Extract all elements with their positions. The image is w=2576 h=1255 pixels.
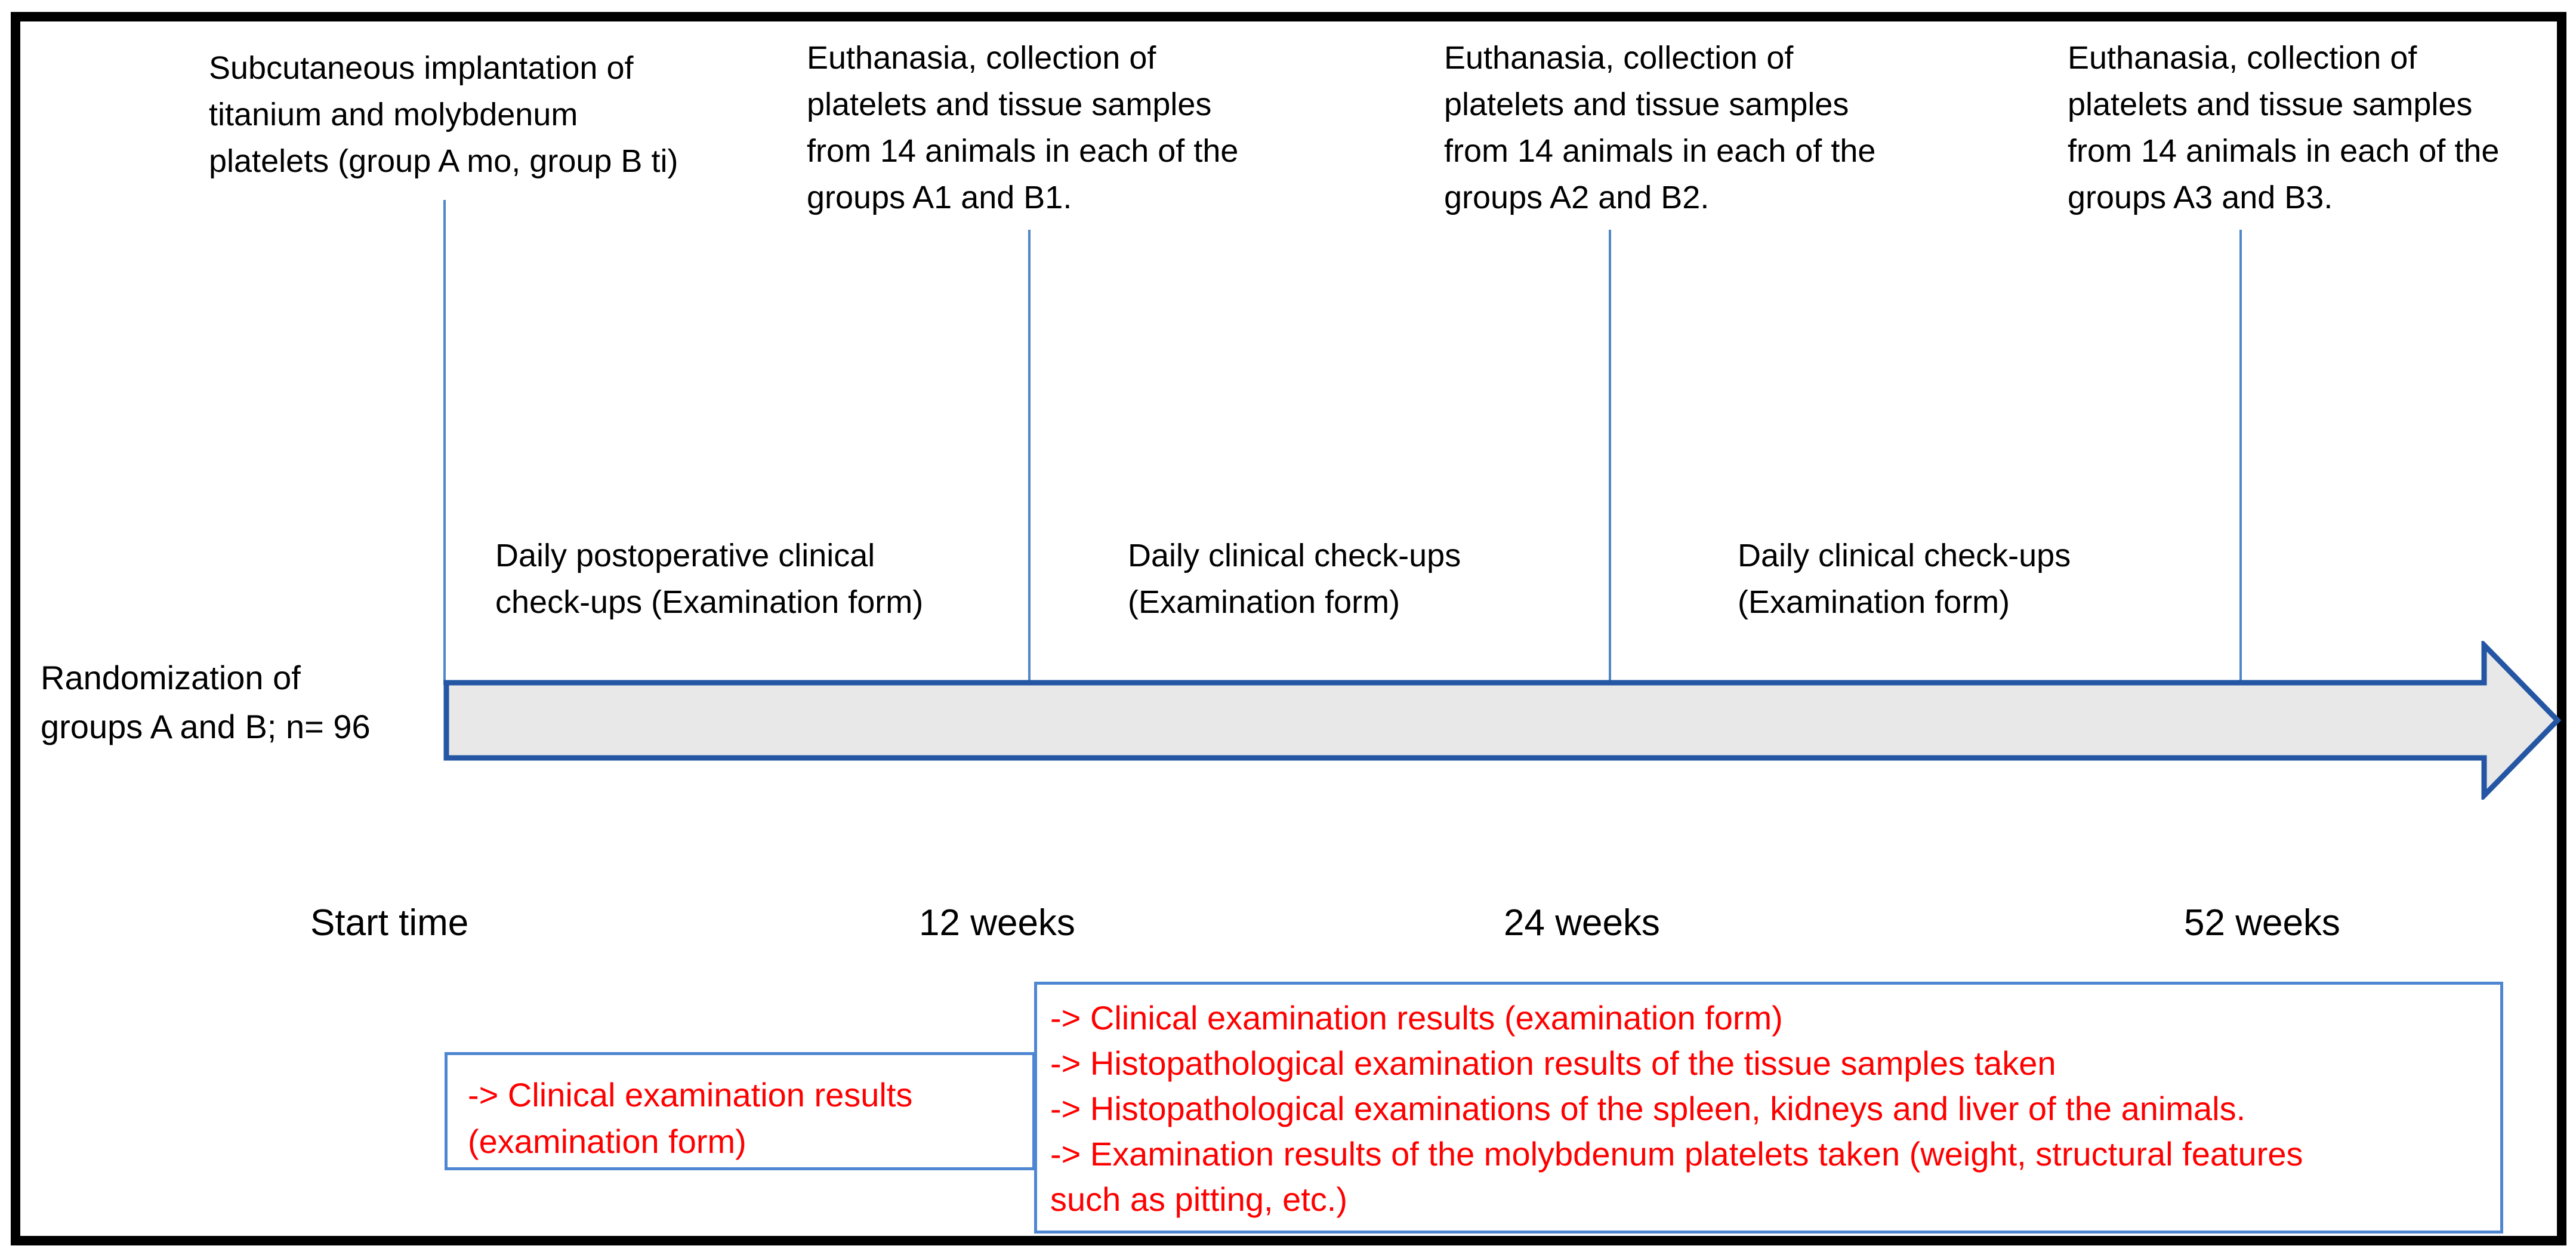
timeline-arrow: [443, 641, 2562, 800]
event-note-euthanasia-24w: Euthanasia, collection of platelets and …: [1444, 40, 1876, 215]
guide-line-52w: [2239, 230, 2242, 686]
guide-line-12w: [1028, 230, 1031, 686]
time-label-start: Start time: [310, 902, 469, 943]
time-label-52-weeks: 52 weeks: [2184, 902, 2340, 943]
results-box-early-timepoint: -> Clinical examination results (examina…: [445, 1052, 1035, 1170]
results-box-late-timepoints: -> Clinical examination results (examina…: [1034, 982, 2503, 1234]
guide-line-24w: [1609, 230, 1611, 686]
event-note-euthanasia-12w: Euthanasia, collection of platelets and …: [807, 40, 1239, 215]
randomization-label: Randomization of groups A and B; n= 96: [41, 659, 371, 745]
monitoring-note-24-52w: Daily clinical check-ups (Examination fo…: [1738, 538, 2071, 620]
event-note-implantation: Subcutaneous implantation of titanium an…: [209, 50, 678, 179]
timeline-arrow-shape: [443, 641, 2562, 800]
guide-line-start: [443, 200, 446, 685]
event-note-euthanasia-52w: Euthanasia, collection of platelets and …: [2068, 40, 2500, 215]
monitoring-note-12-24w: Daily clinical check-ups (Examination fo…: [1128, 538, 1461, 620]
time-label-24-weeks: 24 weeks: [1504, 902, 1660, 943]
monitoring-note-postoperative: Daily postoperative clinical check-ups (…: [495, 538, 924, 620]
time-label-12-weeks: 12 weeks: [919, 902, 1075, 943]
